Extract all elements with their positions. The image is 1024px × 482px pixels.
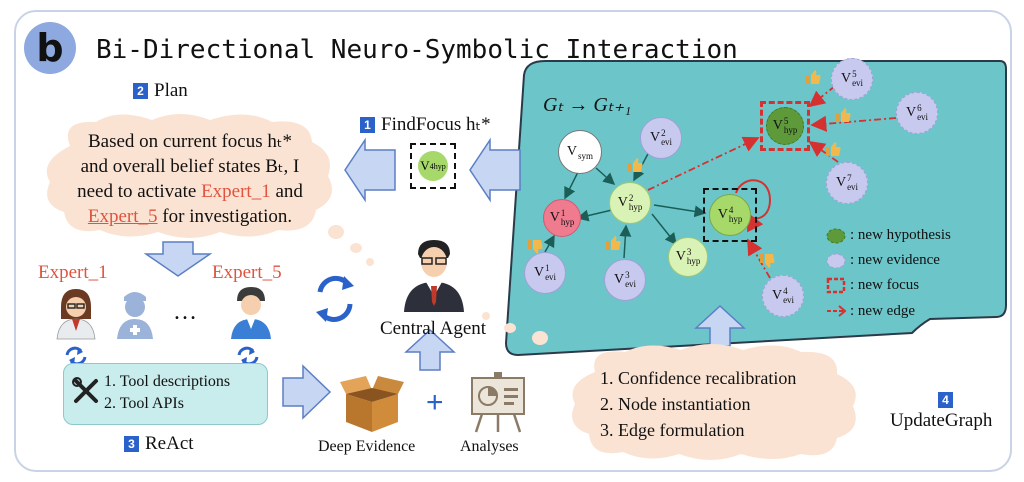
confidence-recalibration-item: 1. Confidence recalibration [600,368,797,388]
expert-nurse-icon [117,292,153,339]
legend-new-hypothesis: : new hypothesis [850,227,951,243]
panel-badge: b [24,22,76,74]
plan-cloud-text: Based on current focus hₜ* and overall b… [77,131,303,227]
tools-icon [72,377,98,403]
expert-5-label: Expert_5 [212,262,282,283]
analyses-label: Analyses [460,438,519,455]
central-agent-label: Central Agent [380,318,487,339]
node-instantiation-item: 2. Node instantiation [600,394,751,414]
legend-new-evidence: : new evidence [850,252,940,268]
plus-sign: + [426,386,444,419]
focus-box [703,188,757,242]
evidence-box-icon [340,376,404,432]
expert-1-label: Expert_1 [38,262,108,283]
tools-list: 1. Tool descriptions 2. Tool APIs [104,371,230,415]
cycle-icon [316,275,354,322]
central-agent-icon [404,240,464,312]
graph-transition-title: Gₜ → Gₜ₊₁ [543,94,632,116]
expert-avatars: … [56,287,271,366]
deep-evidence-label: Deep Evidence [318,438,416,455]
update-cloud-list: 1. Confidence recalibration 2. Node inst… [600,365,796,443]
tool-descriptions-item: 1. Tool descriptions [104,373,231,390]
graph-node-vsym: V sym [558,130,602,174]
new-focus-box [760,101,810,151]
step-update-number: 4 [938,392,953,408]
step-update-label: UpdateGraph [890,410,993,431]
experts-ellipsis: … [173,299,197,325]
expert-male-icon [231,287,271,339]
legend-new-focus: : new focus [850,277,920,293]
tools-box [63,363,268,425]
plan-thought-cloud [46,114,333,238]
expert-female-icon [56,289,96,340]
tool-apis-item: 2. Tool APIs [104,395,184,412]
update-thought-cloud [572,344,856,460]
analyses-icon [471,372,525,433]
legend-swatches [826,228,846,317]
edge-formulation-item: 3. Edge formulation [600,420,745,440]
legend-new-edge: : new edge [850,303,915,319]
